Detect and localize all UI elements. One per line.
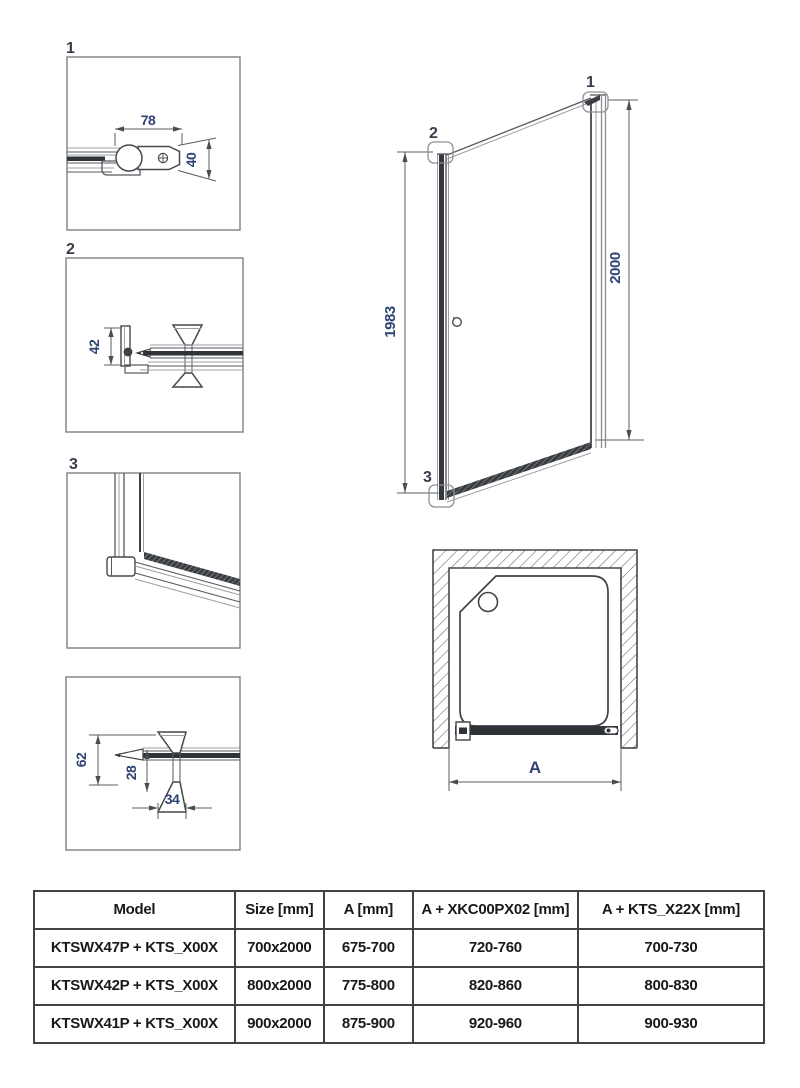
left-profile (437, 153, 449, 500)
cell-a-xkc: 920-960 (411, 1004, 579, 1044)
detail-3-bottom-rail (134, 552, 241, 609)
detail-2-dim-height: 42 (86, 327, 122, 366)
dim-1983-label: 1983 (382, 306, 399, 338)
cell-a-xkc: 820-860 (411, 966, 579, 1006)
cell-model: KTSWX47P + KTS_X00X (33, 928, 236, 968)
detail-1-hinge-drawing: 1 78 40 (66, 40, 241, 231)
table-row: KTSWX41P + KTS_X00X 900x2000 875-900 920… (33, 1004, 766, 1044)
drain-icon (477, 591, 499, 613)
plan-view-drawing: A (432, 549, 638, 791)
callout-1-label: 1 (586, 74, 595, 91)
cell-a: 775-800 (322, 966, 414, 1006)
detail-2-wall-profile-drawing: 2 42 (65, 241, 244, 433)
detail-1-wall-profile-rails (67, 147, 141, 176)
detail-4-knob-drawing: 62 28 34 (65, 676, 241, 851)
cell-size: 800x2000 (233, 966, 325, 1006)
dim-A-label: A (529, 758, 541, 777)
detail-4-dim-width: 34 (132, 791, 212, 819)
dim-78-label: 78 (141, 112, 156, 128)
elevation-drawing: 1983 2000 (382, 74, 644, 508)
col-header-a: A [mm] (322, 890, 414, 930)
plan-dim-opening: A (448, 740, 622, 791)
detail-1-dim-height: 40 (177, 137, 217, 182)
top-pivot-bracket (584, 95, 600, 106)
detail-1-callout: 1 (66, 40, 75, 57)
callout-3-label: 3 (423, 469, 432, 486)
elevation-callout-1: 1 (582, 74, 609, 113)
spec-table-header-row: Model Size [mm] A [mm] A + XKC00PX02 [mm… (33, 890, 766, 930)
spec-table: Model Size [mm] A [mm] A + XKC00PX02 [mm… (33, 890, 766, 1044)
cell-a-xkc: 720-760 (411, 928, 579, 968)
detail-4-dim-outer: 62 (73, 734, 156, 786)
table-row: KTSWX42P + KTS_X00X 800x2000 775-800 820… (33, 966, 766, 1006)
cell-model: KTSWX41P + KTS_X00X (33, 1004, 236, 1044)
detail-2-callout: 2 (66, 241, 75, 258)
col-header-model: Model (33, 890, 236, 930)
table-row: KTSWX47P + KTS_X00X 700x2000 675-700 720… (33, 928, 766, 968)
cell-a-kts: 800-830 (576, 966, 766, 1006)
detail-2-wall-profile (120, 325, 151, 374)
walls (432, 549, 638, 749)
screw-icon (123, 347, 133, 357)
shower-tray (459, 575, 609, 727)
handle-icon (603, 726, 619, 735)
cell-a-kts: 900-930 (576, 1004, 766, 1044)
detail-4-frame (65, 676, 241, 851)
dim-34-label: 34 (165, 791, 180, 807)
dim-40-label: 40 (183, 152, 199, 167)
cell-a-kts: 700-730 (576, 928, 766, 968)
cell-model: KTSWX42P + KTS_X00X (33, 966, 236, 1006)
cell-size: 700x2000 (233, 928, 325, 968)
cell-a: 675-700 (322, 928, 414, 968)
elevation-callout-3: 3 (423, 469, 455, 508)
cell-a: 875-900 (322, 1004, 414, 1044)
elevation-dim-total-height: 2000 (595, 99, 644, 441)
detail-2-rails (140, 344, 243, 371)
dim-28-label: 28 (123, 765, 139, 780)
detail-2-knob (171, 324, 204, 388)
detail-3-frame (66, 472, 241, 649)
detail-4-dim-inner: 28 (123, 750, 150, 792)
callout-2-label: 2 (429, 125, 438, 142)
detail-4-rails (114, 747, 240, 761)
dim-2000-label: 2000 (607, 252, 624, 284)
detail-3-callout: 3 (69, 456, 78, 473)
detail-3-vertical-profile (106, 473, 144, 577)
detail-3-corner-drawing: 3 (66, 456, 241, 649)
screw-icon (157, 152, 169, 164)
detail-4-knob (156, 731, 187, 813)
door-knob-icon (451, 316, 462, 328)
door-plan (455, 721, 619, 741)
detail-1-dim-width: 78 (114, 112, 183, 146)
col-header-size: Size [mm] (233, 890, 325, 930)
elevation-dim-glass-height: 1983 (382, 151, 441, 494)
detail-1-hinge-body (115, 144, 181, 172)
col-header-a-kts: A + KTS_X22X [mm] (576, 890, 766, 930)
right-profile (584, 94, 607, 448)
dim-42-label: 42 (86, 339, 102, 354)
col-header-a-xkc: A + XKC00PX02 [mm] (411, 890, 579, 930)
dim-62-label: 62 (73, 752, 89, 767)
cell-size: 900x2000 (233, 1004, 325, 1044)
glass-top-edge (446, 97, 592, 160)
detail-1-frame (66, 56, 241, 231)
bottom-rail (446, 442, 592, 503)
elevation-callout-2: 2 (427, 125, 454, 164)
